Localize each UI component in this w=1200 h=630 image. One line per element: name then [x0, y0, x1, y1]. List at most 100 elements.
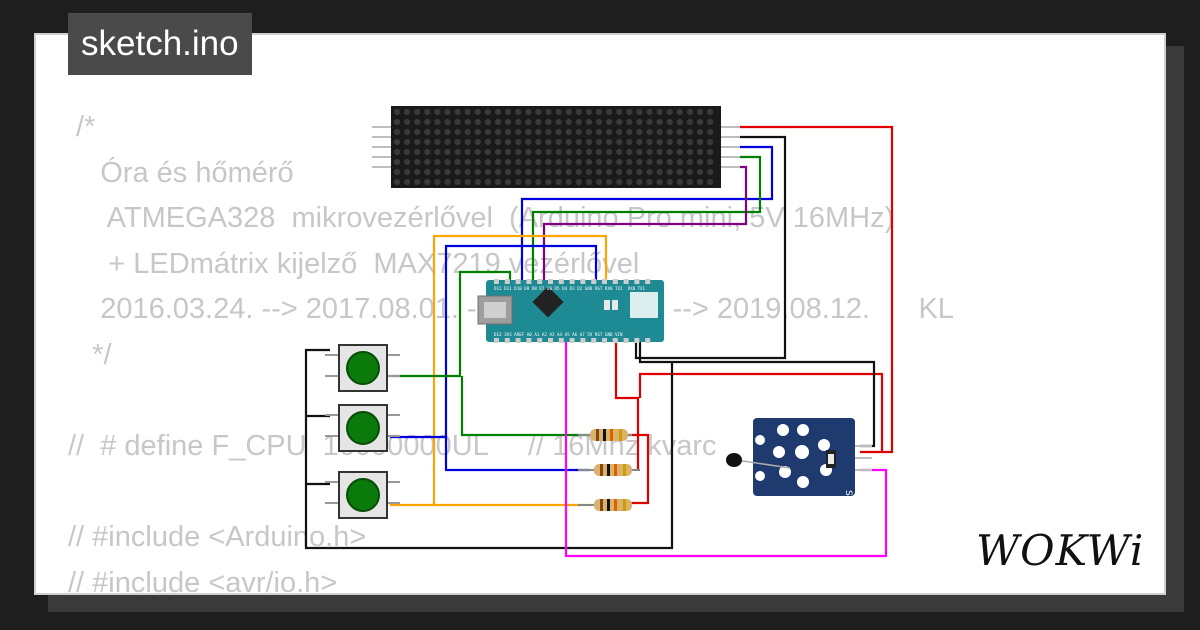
header-pin[interactable]	[558, 338, 564, 343]
header-pin[interactable]	[602, 279, 607, 284]
header-pin[interactable]	[504, 279, 510, 284]
matrix-led	[505, 118, 512, 126]
matrix-led	[444, 118, 451, 126]
header-pin[interactable]	[580, 279, 586, 284]
matrix-led	[414, 158, 421, 166]
matrix-led	[707, 158, 714, 166]
pushbutton-3[interactable]	[325, 471, 400, 519]
header-pin[interactable]	[602, 338, 607, 343]
resistor-1[interactable]	[578, 429, 632, 441]
header-pin[interactable]	[645, 279, 651, 284]
header-pin[interactable]	[548, 338, 553, 343]
matrix-led	[505, 148, 512, 156]
matrix-led	[656, 178, 663, 186]
matrix-led	[686, 158, 694, 166]
header-pin[interactable]	[569, 279, 575, 284]
matrix-led	[434, 118, 441, 126]
matrix-led	[666, 158, 673, 166]
matrix-led	[404, 148, 411, 156]
matrix-led	[606, 148, 613, 156]
matrix-led	[646, 178, 653, 186]
matrix-led	[545, 178, 552, 186]
matrix-led	[575, 178, 582, 186]
matrix-led	[464, 168, 471, 176]
matrix-led	[434, 128, 441, 136]
usb-connector	[477, 295, 513, 325]
matrix-led	[656, 108, 663, 116]
header-pin[interactable]	[623, 338, 629, 343]
header-pin[interactable]	[537, 279, 543, 284]
header-pin[interactable]	[537, 338, 543, 343]
led-matrix[interactable]	[372, 106, 740, 188]
matrix-led	[585, 168, 593, 176]
header-pin[interactable]	[494, 338, 499, 343]
code-line: ATMEGA328 mikrovezérlővel (Arduino Pro m…	[68, 202, 895, 235]
matrix-led	[424, 108, 431, 116]
header-pin[interactable]	[612, 338, 618, 343]
matrix-led	[424, 158, 431, 166]
matrix-led	[696, 178, 704, 186]
matrix-led	[585, 158, 593, 166]
matrix-led	[565, 138, 572, 146]
matrix-led	[696, 168, 704, 176]
matrix-led	[575, 168, 582, 176]
pushbutton-1[interactable]	[325, 344, 400, 392]
matrix-led	[515, 178, 522, 186]
matrix-led	[666, 148, 673, 156]
matrix-led	[454, 158, 461, 166]
arduino-nano-board[interactable]: D12 D11 D10 D9 D8 D7 D6 D5 D4 D3 D2 GND …	[477, 279, 664, 343]
matrix-led	[555, 148, 562, 156]
matrix-led	[505, 128, 512, 136]
pushbutton-2[interactable]	[325, 404, 400, 452]
matrix-led	[555, 138, 562, 146]
matrix-led	[484, 178, 491, 186]
header-pin[interactable]	[612, 279, 618, 284]
matrix-led	[565, 178, 572, 186]
header-pin[interactable]	[526, 338, 532, 343]
header-pin[interactable]	[591, 338, 597, 343]
header-pin[interactable]	[645, 338, 651, 343]
matrix-led	[474, 138, 481, 146]
wokwi-logo[interactable]: WOKWi	[976, 526, 1145, 575]
header-pin[interactable]	[548, 279, 553, 284]
matrix-led	[696, 118, 704, 126]
file-title[interactable]: sketch.ino	[68, 13, 252, 75]
header-pin[interactable]	[526, 279, 532, 284]
matrix-led	[656, 148, 663, 156]
matrix-led	[595, 148, 603, 156]
header-pin[interactable]	[623, 279, 629, 284]
matrix-led	[414, 128, 421, 136]
matrix-led	[505, 138, 512, 146]
header-pin[interactable]	[591, 279, 597, 284]
matrix-led	[575, 138, 582, 146]
matrix-led	[404, 118, 411, 126]
matrix-led	[626, 128, 633, 136]
matrix-led	[414, 138, 421, 146]
matrix-led	[616, 138, 623, 146]
header-pin[interactable]	[580, 338, 586, 343]
temperature-sensor-module[interactable]: S	[726, 418, 872, 496]
matrix-led	[646, 148, 653, 156]
header-pin[interactable]	[634, 338, 640, 343]
header-pin[interactable]	[504, 338, 510, 343]
resistor-2[interactable]	[578, 464, 640, 476]
matrix-led	[676, 178, 683, 186]
matrix-led	[454, 138, 461, 146]
matrix-led	[636, 168, 643, 176]
code-line: // #include <avr/io.h>	[68, 566, 338, 595]
header-pin[interactable]	[569, 338, 575, 343]
header-pin[interactable]	[558, 279, 564, 284]
header-pin[interactable]	[634, 279, 640, 284]
header-pin[interactable]	[494, 279, 499, 284]
matrix-body	[391, 106, 721, 188]
matrix-led	[585, 108, 593, 116]
header-pin[interactable]	[515, 279, 521, 284]
matrix-led	[575, 108, 582, 116]
header-pin[interactable]	[515, 338, 521, 343]
matrix-led	[444, 158, 451, 166]
code-line: // #include <Arduino.h>	[68, 521, 367, 554]
matrix-led	[707, 128, 714, 136]
wire-red-5v	[614, 332, 640, 470]
matrix-led	[545, 148, 552, 156]
resistor-3[interactable]	[578, 499, 632, 511]
